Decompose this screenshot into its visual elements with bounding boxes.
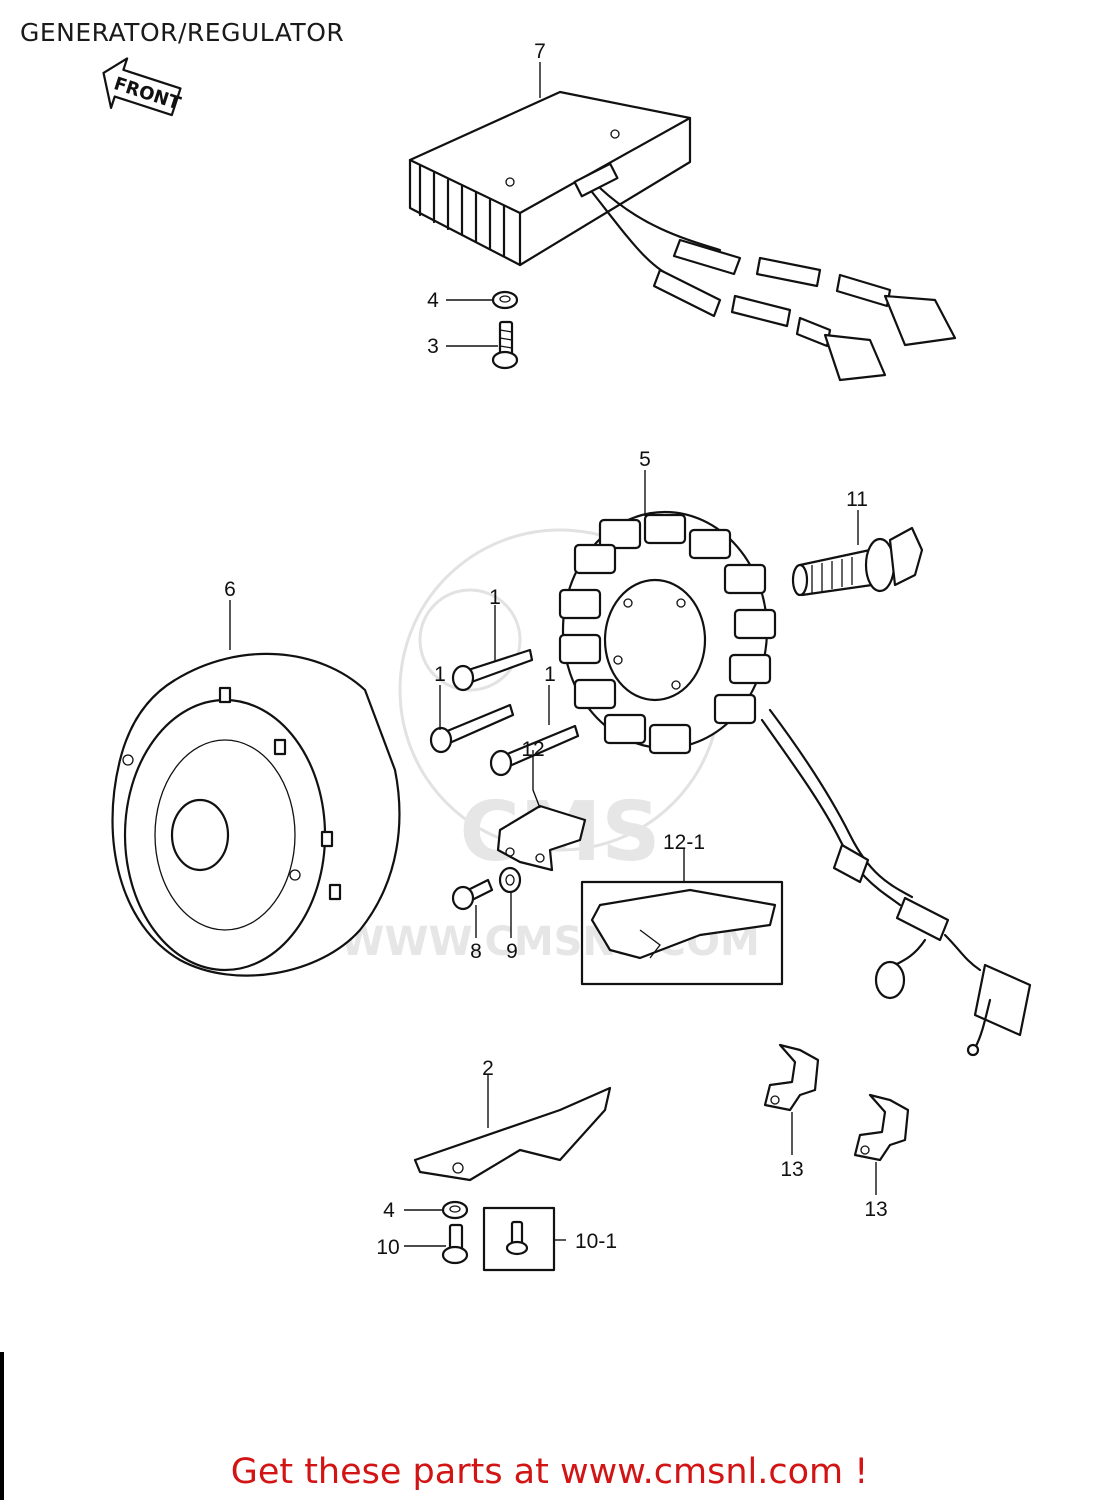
clamp-12 [496,804,587,872]
bolt-11 [791,526,924,597]
callout-11: 11 [846,488,868,511]
cover-12-1 [590,888,777,960]
leader-lines [229,62,877,1247]
stator [558,510,1032,1057]
callout-13a: 13 [780,1158,803,1181]
regulator [408,90,957,382]
rotor [111,652,401,977]
callout-5: 5 [639,448,651,471]
callout-1b: 1 [434,663,446,686]
callout-6: 6 [224,578,236,601]
callout-4-top: 4 [427,289,439,312]
nut-9 [498,866,522,894]
callout-2: 2 [482,1057,494,1080]
screw-10-1 [505,1220,529,1256]
bolt-1a [451,648,534,692]
box-10-1 [482,1206,556,1272]
callout-7: 7 [534,40,546,63]
bolt-1b [429,703,515,754]
callout-10-1: 10-1 [575,1230,617,1253]
nut-4-bottom [441,1200,469,1220]
front-arrow: FRONT [102,57,184,117]
callout-1a: 1 [489,586,501,609]
bolt-1c [489,724,580,777]
callout-8: 8 [470,940,482,963]
screw-10 [441,1223,469,1265]
screw-3 [491,320,519,370]
box-12-1 [580,880,784,986]
nut-4-top [491,290,519,310]
cover-2 [413,1086,612,1182]
callout-12: 12 [521,738,544,761]
bracket-13b [853,1093,910,1162]
callout-13b: 13 [864,1198,887,1221]
screw-8 [451,878,494,911]
callout-10: 10 [376,1236,399,1259]
bracket-13a [763,1043,820,1112]
callout-3: 3 [427,335,439,358]
left-edge-bar [0,1352,4,1500]
callout-9: 9 [506,940,518,963]
callout-4-bottom: 4 [383,1199,395,1222]
page-title: GENERATOR/REGULATOR [20,18,345,47]
get-parts-link[interactable]: Get these parts at www.cmsnl.com ! [230,1452,869,1492]
callout-12-1: 12-1 [663,831,705,854]
callout-1c: 1 [544,663,556,686]
